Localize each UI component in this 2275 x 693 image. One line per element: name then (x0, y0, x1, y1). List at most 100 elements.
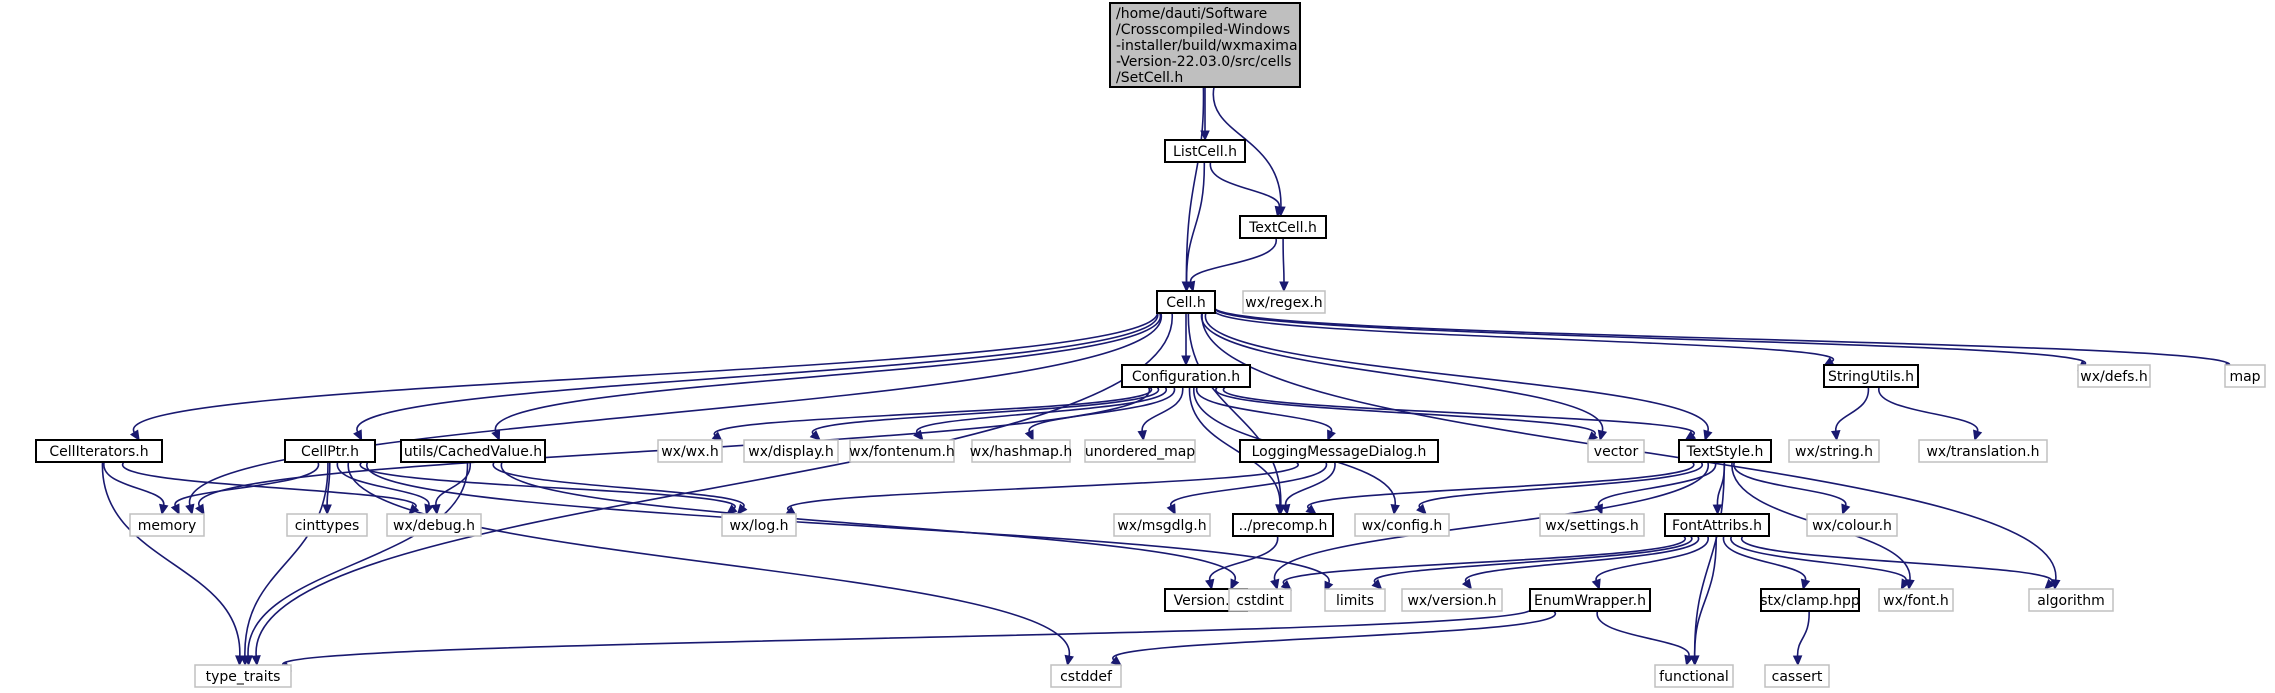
edge-stringutils-to-wxtranslation (1878, 386, 1979, 432)
arrowhead-textstyle-to-wxcolour (1841, 503, 1851, 516)
node-loggingdialog[interactable]: LoggingMessageDialog.h (1239, 439, 1439, 463)
node-precomp[interactable]: ../precomp.h (1232, 513, 1334, 537)
node-label-listcell: ListCell.h (1173, 144, 1237, 160)
node-stxclamp[interactable]: stx/clamp.hpp (1760, 588, 1860, 612)
node-box-textcell (1239, 215, 1327, 239)
node-label-wxcolour: wx/colour.h (1812, 518, 1892, 534)
node-algorithm: algorithm (2028, 588, 2114, 612)
node-cellptr[interactable]: CellPtr.h (284, 439, 376, 463)
node-label-celliterators: CellIterators.h (49, 444, 148, 460)
edge-enumwrapper-to-functional (1596, 610, 1690, 657)
edge-configuration-to-unorderedmap (1141, 386, 1184, 432)
arrowhead-configuration-to-unorderedmap (1137, 430, 1147, 442)
edge-textstyle-to-cstdint (1273, 461, 1709, 581)
node-stringutils[interactable]: StringUtils.h (1823, 364, 1919, 388)
arrowhead-fontattribs-to-algorithm (2044, 578, 2056, 590)
node-label-functional: functional (1659, 669, 1729, 685)
node-listcell[interactable]: ListCell.h (1164, 139, 1246, 163)
node-label-typetraits: type_traits (206, 669, 281, 685)
node-cell[interactable]: Cell.h (1156, 290, 1216, 314)
node-textstyle[interactable]: TextStyle.h (1678, 439, 1772, 463)
node-box-setcell (1109, 2, 1301, 88)
node-textcell[interactable]: TextCell.h (1239, 215, 1327, 239)
arrowhead-stxclamp-to-cassert (1792, 655, 1803, 667)
node-celliterators[interactable]: CellIterators.h (35, 439, 163, 463)
node-box-wxcolour (1806, 513, 1898, 537)
node-label-unorderedmap: unordered_map (1085, 444, 1195, 460)
arrowhead-celliterators-to-memory (159, 503, 169, 516)
arrowhead-cachedvalue-to-wxlog (736, 503, 748, 515)
node-box-cellptr (284, 439, 376, 463)
node-label-limits: limits (1336, 593, 1374, 609)
node-wxdisplay: wx/display.h (743, 439, 839, 463)
arrowhead-textstyle-to-precomp (1305, 504, 1317, 515)
node-configuration[interactable]: Configuration.h (1121, 364, 1251, 388)
node-cachedvalue[interactable]: utils/CachedValue.h (400, 439, 546, 463)
edge-stringutils-to-wxstring (1834, 386, 1870, 432)
node-box-wxstring (1788, 439, 1880, 463)
node-cassert: cassert (1764, 664, 1830, 688)
node-wxsettings: wx/settings.h (1539, 513, 1645, 537)
node-version[interactable]: Version.h (1164, 588, 1248, 612)
node-label-loggingdialog: LoggingMessageDialog.h (1252, 444, 1427, 460)
node-wxwx: wx/wx.h (657, 439, 723, 463)
arrowhead-setcell-to-listcell (1200, 130, 1210, 142)
arrowhead-stringutils-to-wxstring (1830, 430, 1841, 442)
node-box-wxfont (1878, 588, 1954, 612)
edge-cachedvalue-to-wxdebug (435, 461, 471, 506)
node-box-wxconfig (1354, 513, 1450, 537)
edge-cachedvalue-to-wxlog (492, 461, 745, 508)
node-box-listcell (1164, 139, 1246, 163)
arrowhead-cell-to-memory (185, 503, 195, 516)
node-label-wxregex: wx/regex.h (1245, 295, 1322, 311)
node-box-algorithm (2028, 588, 2114, 612)
arrowhead-fontattribs-to-wxversion (1461, 578, 1473, 590)
node-label-wxversion: wx/version.h (1407, 593, 1496, 609)
node-box-fontattribs (1664, 513, 1770, 537)
node-wxtranslation: wx/translation.h (1918, 439, 2048, 463)
node-enumwrapper[interactable]: EnumWrapper.h (1529, 588, 1651, 612)
edge-stxclamp-to-cassert (1796, 610, 1810, 657)
node-label-cinttypes: cinttypes (295, 518, 360, 534)
node-box-loggingdialog (1239, 439, 1439, 463)
node-box-unorderedmap (1084, 439, 1196, 463)
node-label-setcell: -installer/build/wxmaxima (1116, 38, 1298, 54)
node-vector: vector (1587, 439, 1645, 463)
arrowhead-cachedvalue-to-wxdebug (431, 504, 441, 516)
edge-fontattribs-to-functional (1693, 535, 1718, 657)
node-box-wxregex (1242, 290, 1326, 314)
node-box-configuration (1121, 364, 1251, 388)
node-box-wxfontenum (849, 439, 955, 463)
node-label-setcell: /home/dauti/Software (1116, 6, 1267, 22)
node-box-wxdebug (386, 513, 482, 537)
arrowhead-cellptr-to-cinttypes (322, 504, 332, 516)
arrowhead-loggingdialog-to-precomp (1280, 503, 1291, 516)
arrowhead-configuration-to-memory (195, 503, 205, 516)
node-box-enumwrapper (1529, 588, 1651, 612)
node-wxlog: wx/log.h (721, 513, 797, 537)
node-setcell[interactable]: /home/dauti/Software/Crosscompiled-Windo… (1109, 2, 1301, 88)
node-unorderedmap: unordered_map (1084, 439, 1196, 463)
edge-configuration-to-textstyle (1222, 386, 1695, 436)
node-label-stringutils: StringUtils.h (1828, 369, 1914, 385)
edge-fontattribs-to-wxfont (1730, 535, 1907, 582)
node-box-cassert (1764, 664, 1830, 688)
node-wxhashmap: wx/hashmap.h (970, 439, 1072, 463)
node-fontattribs[interactable]: FontAttribs.h (1664, 513, 1770, 537)
node-box-wxversion (1401, 588, 1503, 612)
edge-configuration-to-wxdisplay (811, 386, 1160, 435)
edge-cellptr-to-limits (366, 461, 1330, 584)
node-memory: memory (129, 513, 205, 537)
arrowhead-configuration-to-wxconfig (1390, 504, 1400, 516)
node-label-setcell: /SetCell.h (1116, 70, 1183, 86)
edge-loggingdialog-to-wxmsgdlg (1170, 461, 1327, 507)
edge-cell-to-wxdefs (1214, 305, 2086, 366)
edge-textstyle-to-functional (1693, 461, 1726, 657)
edge-textcell-to-cell (1190, 237, 1277, 283)
node-limits: limits (1324, 588, 1386, 612)
arrowhead-textstyle-to-wxconfig (1416, 503, 1427, 515)
node-wxmsgdlg: wx/msgdlg.h (1113, 513, 1211, 537)
node-label-textcell: TextCell.h (1248, 220, 1317, 236)
node-wxversion: wx/version.h (1401, 588, 1503, 612)
edge-cellptr-to-cstddef (347, 461, 1070, 657)
